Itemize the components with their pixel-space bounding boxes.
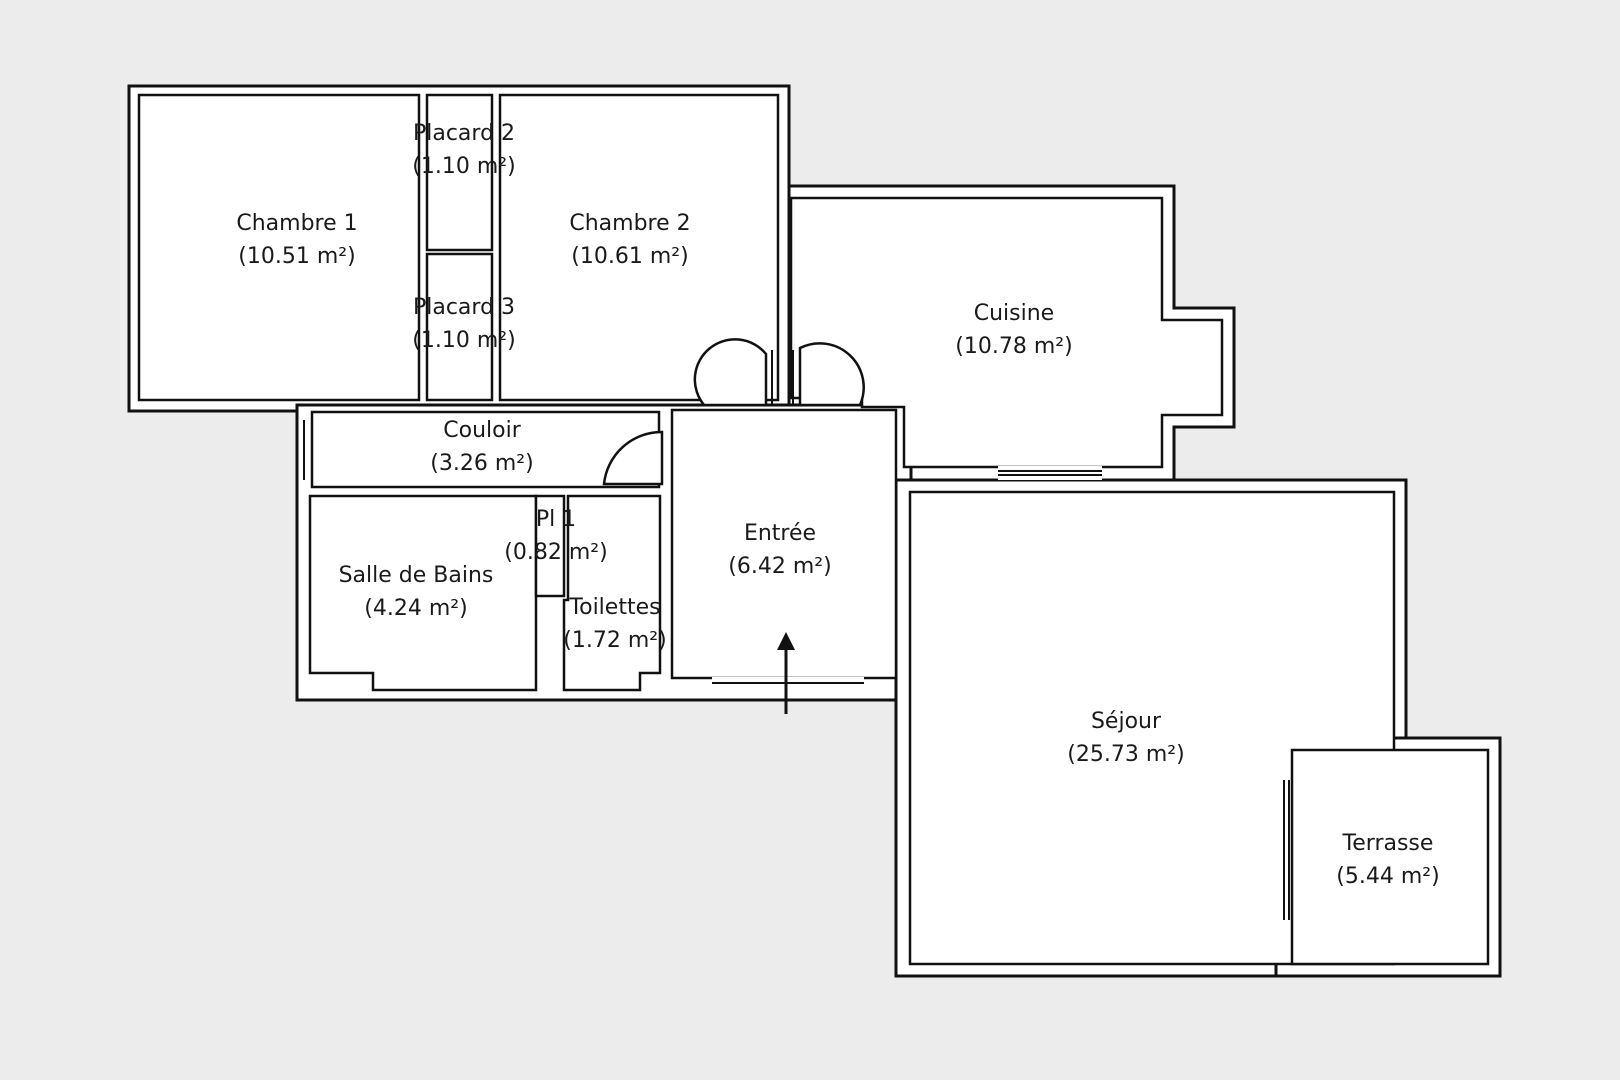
room-couloir <box>310 410 661 489</box>
label-toilettes: Toilettes(1.72 m²) <box>563 595 666 653</box>
label-pl-1: Pl 1(0.82 m²) <box>504 507 607 565</box>
label-entree: Entrée(6.42 m²) <box>728 521 831 579</box>
label-cuisine: Cuisine(10.78 m²) <box>955 301 1072 359</box>
door-chambre-2-arc <box>693 338 768 407</box>
room-terrasse <box>1290 748 1490 966</box>
room-labels: Chambre 1(10.51 m²) Placard 2(1.10 m²) C… <box>236 121 1439 889</box>
label-couloir: Couloir(3.26 m²) <box>430 418 533 476</box>
label-terrasse: Terrasse(5.44 m²) <box>1336 831 1439 889</box>
label-chambre-2: Chambre 2(10.61 m²) <box>569 211 690 269</box>
label-salle-de-bains: Salle de Bains(4.24 m²) <box>339 563 494 621</box>
label-placard-2: Placard 2(1.10 m²) <box>412 121 515 179</box>
room-placard-2 <box>425 93 494 252</box>
openings <box>303 420 1290 920</box>
arrow-up-icon <box>777 632 795 714</box>
rooms-geometry <box>137 93 1490 966</box>
room-chambre-1 <box>137 93 421 402</box>
room-toilettes <box>562 494 662 692</box>
room-entree <box>670 408 898 680</box>
doors <box>602 338 865 486</box>
door-couloir-arc <box>602 430 664 486</box>
room-salle-de-bains <box>308 494 538 692</box>
label-placard-3: Placard 3(1.10 m²) <box>412 295 515 353</box>
door-cuisine-arc <box>798 342 865 407</box>
room-pl-1 <box>534 494 566 598</box>
label-sejour: Séjour(25.73 m²) <box>1067 709 1184 767</box>
room-placard-3 <box>425 252 494 402</box>
label-chambre-1: Chambre 1(10.51 m²) <box>236 211 357 269</box>
